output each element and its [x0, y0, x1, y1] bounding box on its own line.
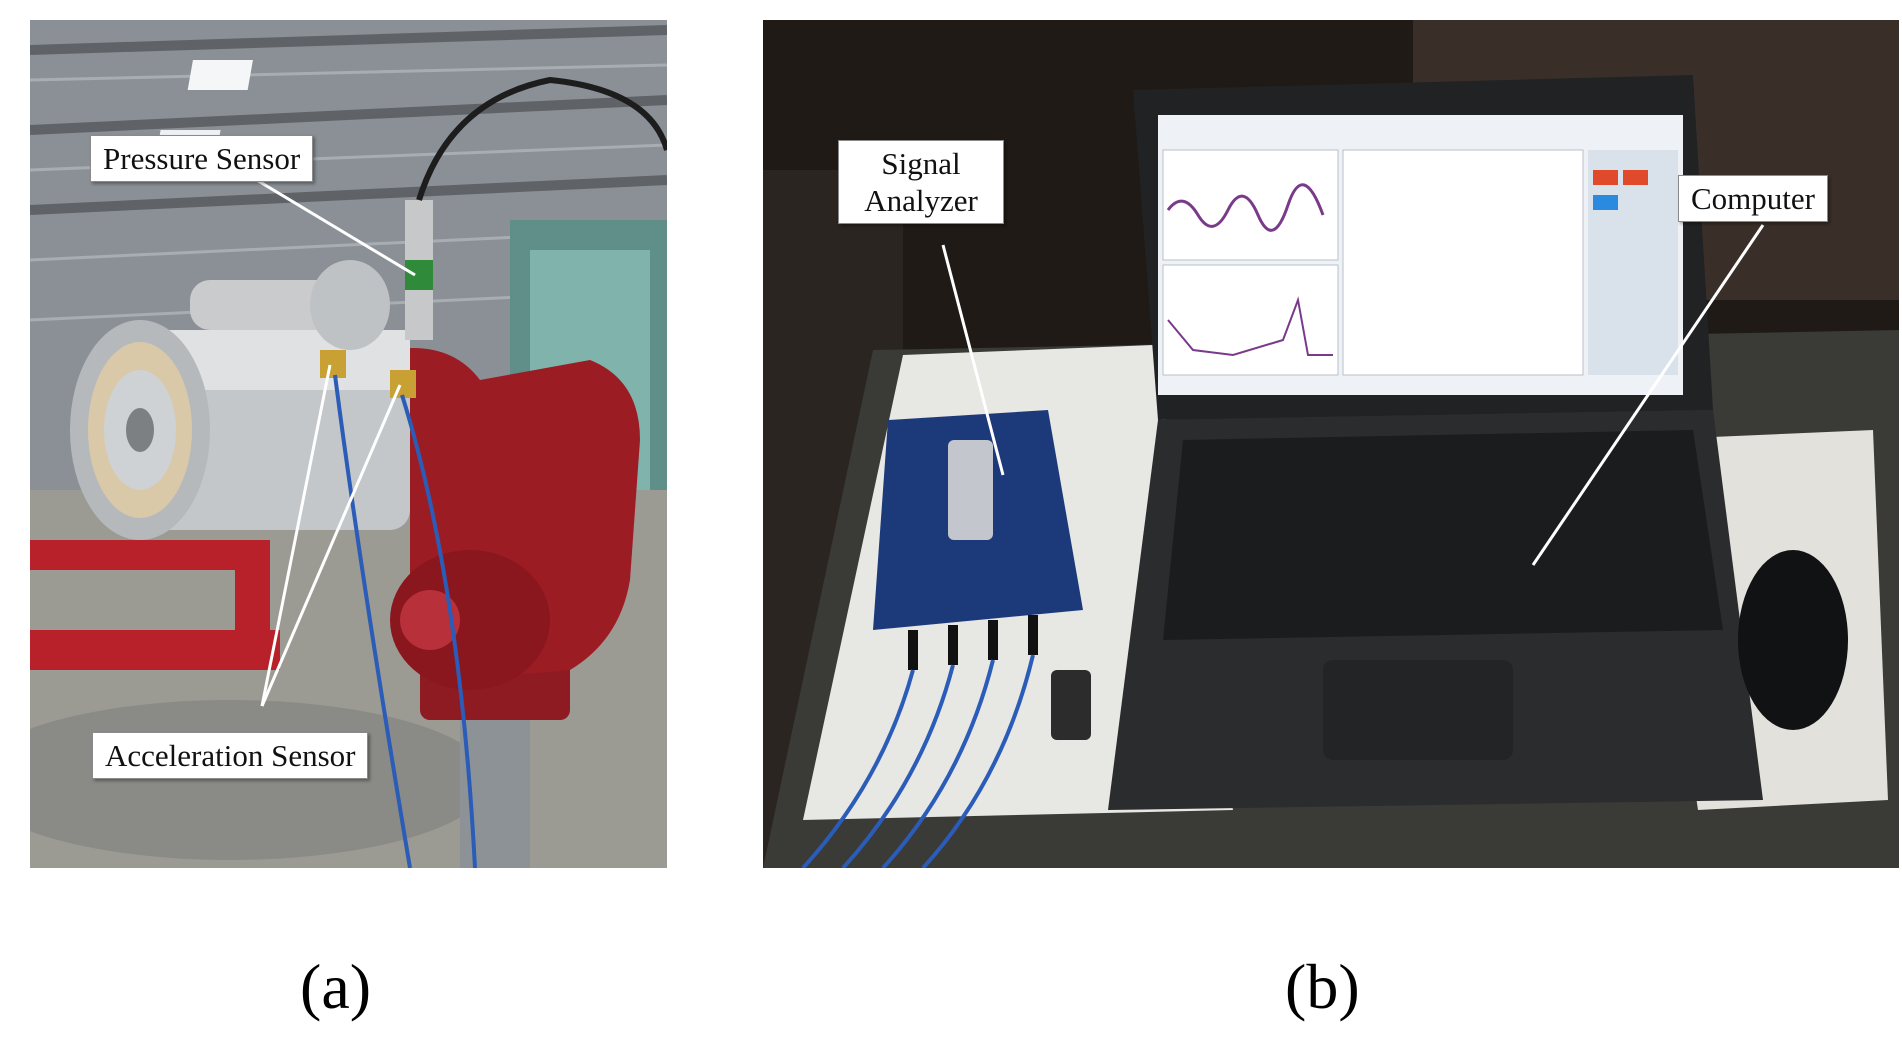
acceleration-sensor-label: Acceleration Sensor [92, 732, 369, 780]
caption-b: (b) [1285, 951, 1360, 1022]
pressure-sensor-label: Pressure Sensor [90, 135, 314, 183]
photo-fire-monitor: Pressure Sensor Acceleration Sensor [30, 20, 667, 868]
caption-a: (a) [300, 951, 372, 1022]
computer-label: Computer [1678, 175, 1828, 223]
photo-measurement-setup: Signal Analyzer Computer [763, 20, 1899, 868]
signal-analyzer-label: Signal Analyzer [838, 140, 1004, 225]
signal-analyzer-label-line1: Signal [881, 146, 961, 181]
signal-analyzer-label-line2: Analyzer [864, 183, 978, 219]
